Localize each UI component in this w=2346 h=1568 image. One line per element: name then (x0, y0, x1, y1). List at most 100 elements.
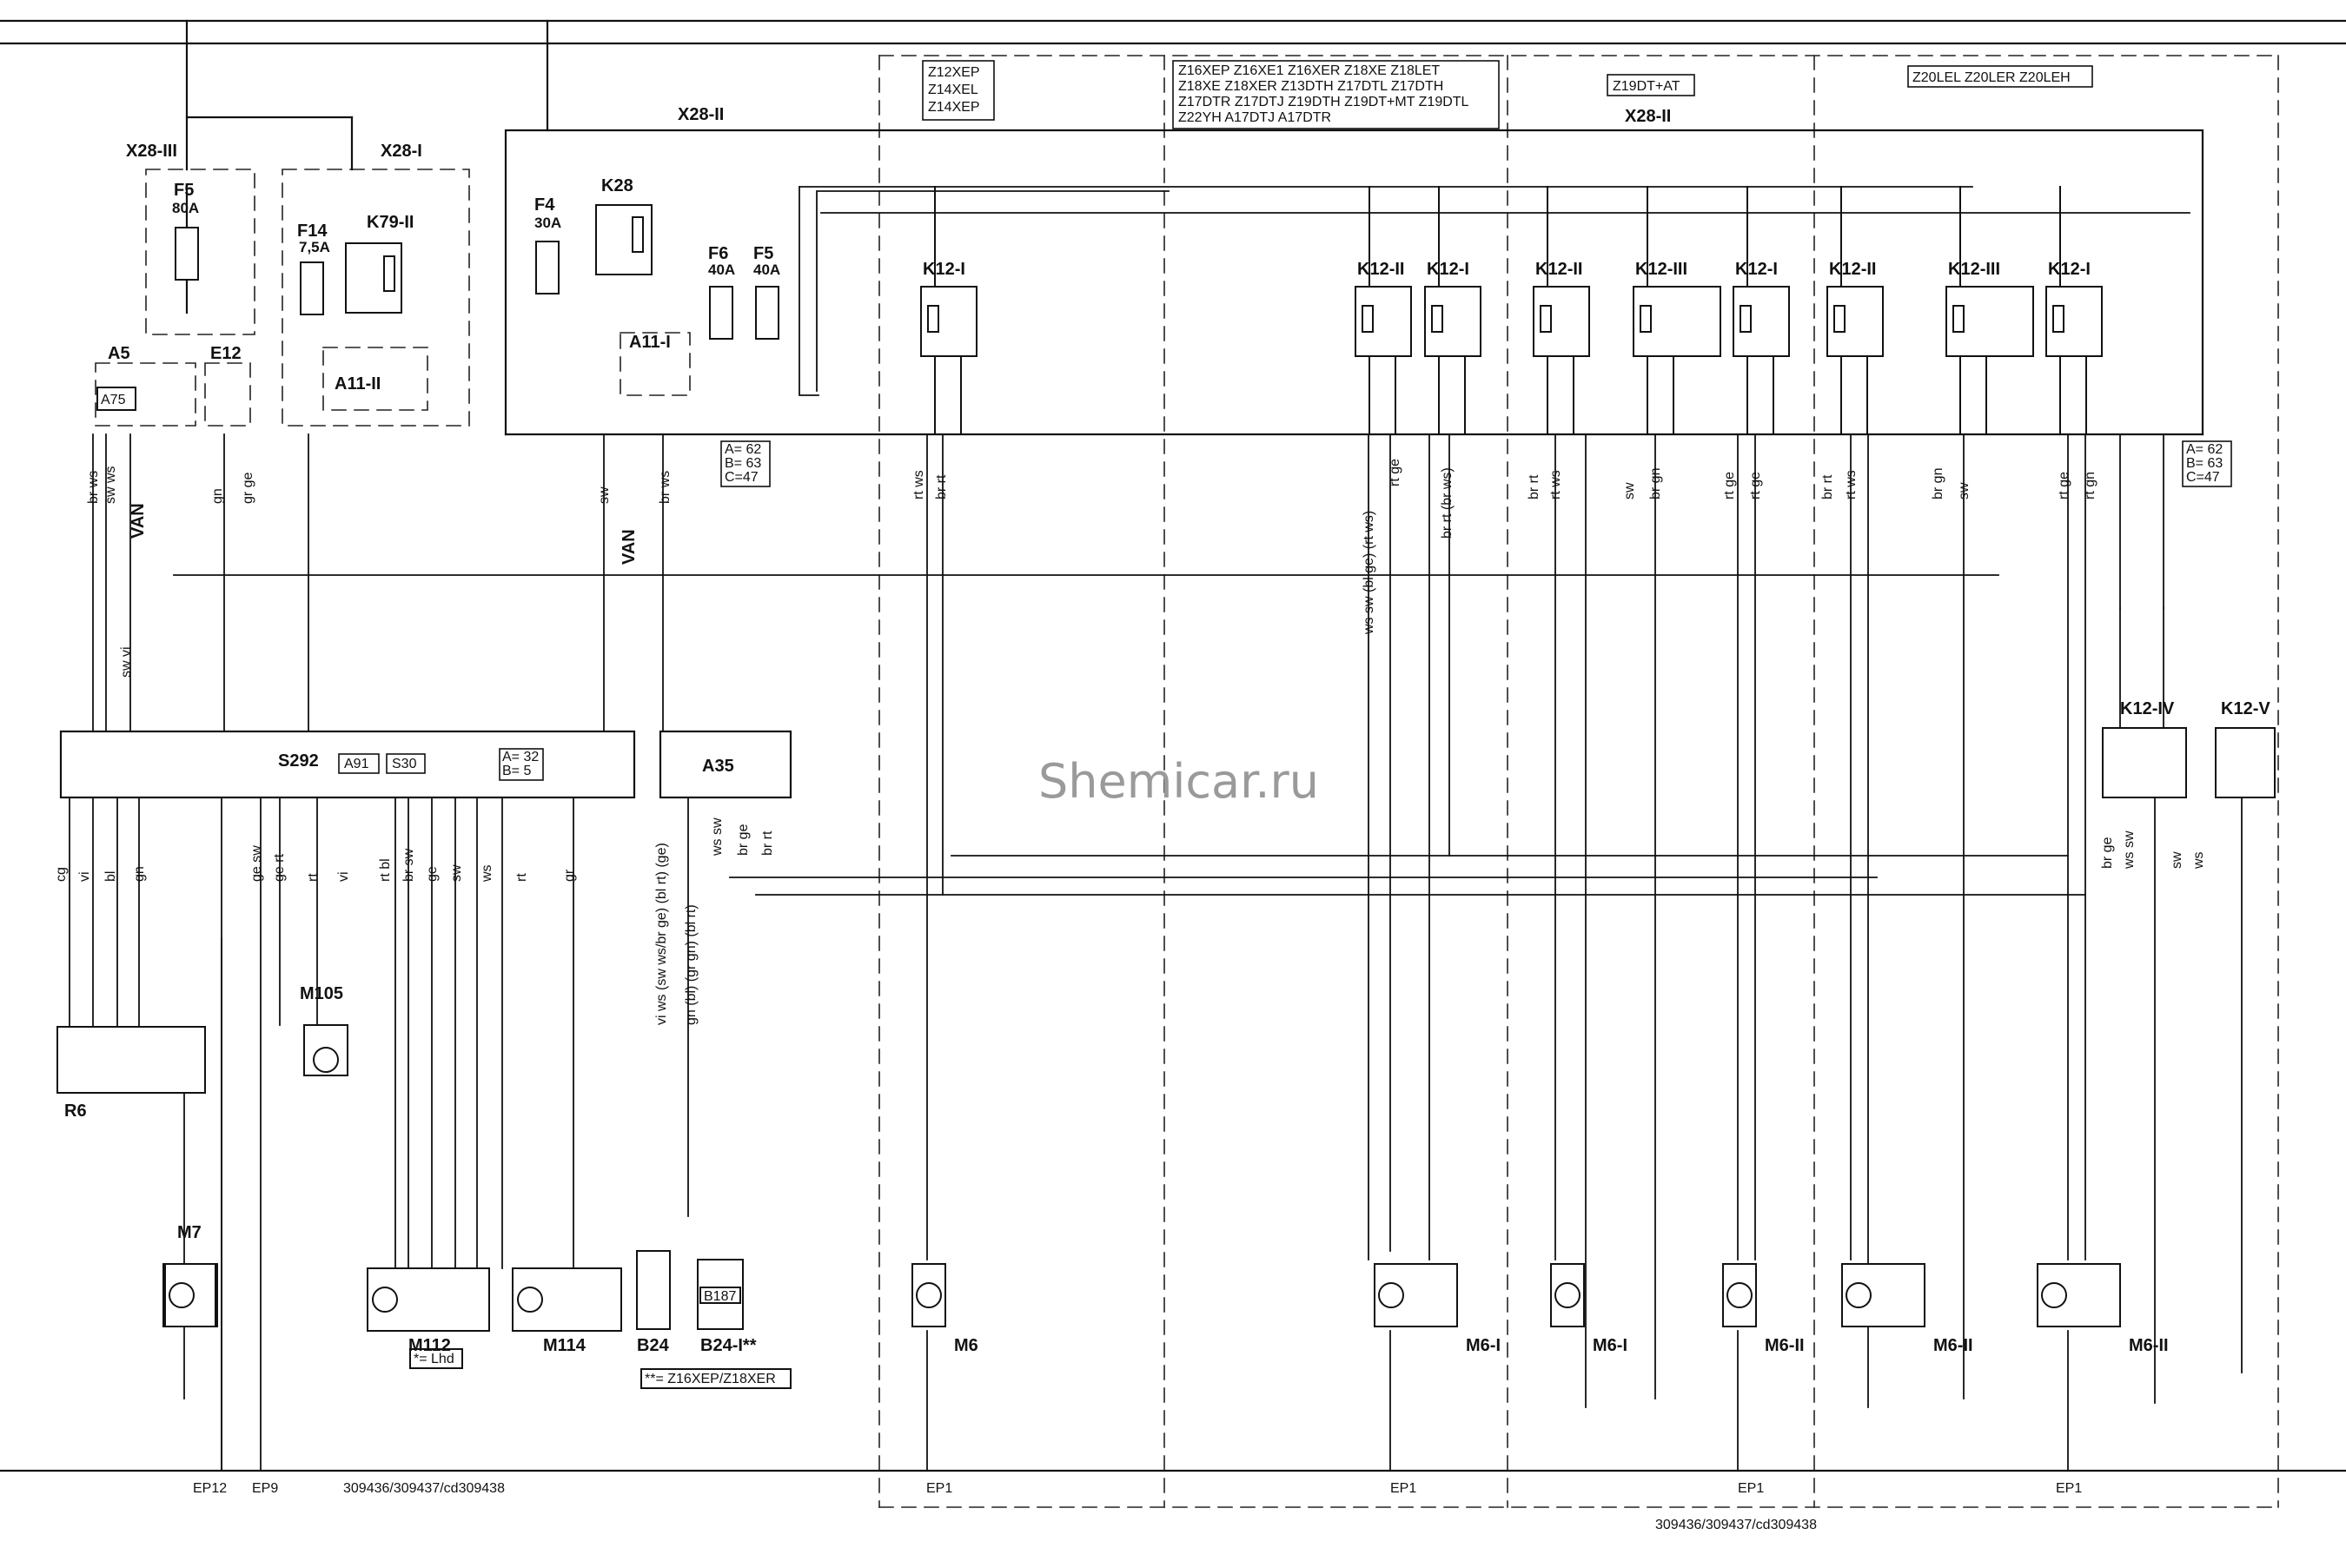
motor-label: M6-II (2129, 1336, 2169, 1355)
relay-label: K12-V (2221, 699, 2270, 718)
wire-color-label: rt ge (1748, 472, 1763, 500)
relay-coil (1952, 305, 1965, 333)
fuse-rating-f6: 40A (708, 261, 735, 278)
wire-color-label: gn (bl) (gr gn) (bl rt) (684, 904, 699, 1025)
wire-color-label: br ws (658, 471, 673, 504)
relay-box (2215, 727, 2276, 798)
fuse-label-f6: F6 (708, 244, 728, 263)
component-m112: M112 (408, 1336, 451, 1355)
relay-label: K12-I (2048, 260, 2091, 279)
fuse-rating-f4: 30A (534, 215, 561, 231)
component-m114: M114 (543, 1336, 586, 1355)
wire-color-label: br sw (401, 848, 416, 882)
relay-coil (2052, 305, 2064, 333)
legend-c: C=47 (725, 470, 759, 485)
fuse-label-f5: F5 (174, 181, 194, 200)
wire-color-label: rt (514, 873, 529, 882)
fuse-rating-f14: 7,5A (299, 239, 330, 255)
relay-label: K12-IV (2120, 699, 2175, 718)
motor-icon (1378, 1282, 1404, 1308)
ground-label: EP1 (2056, 1481, 2082, 1496)
motor-icon (372, 1287, 398, 1313)
fuse-box-x28-iii: X28-III (126, 142, 177, 161)
wire-color-label: bl (103, 871, 118, 882)
note-lhd: *= Lhd (414, 1352, 454, 1366)
legend-b: B= 63 (725, 456, 761, 471)
wire-color-label: rt gn (2083, 472, 2097, 500)
wire-color-label: cg (54, 867, 69, 882)
fuse-label-f4: F4 (534, 195, 555, 215)
component-b187: B187 (704, 1289, 736, 1304)
relay-box (1733, 286, 1790, 357)
wire-color-label: br gn (1648, 468, 1663, 500)
variant-3-line-1: Z19DT+AT (1613, 79, 1680, 94)
motor-icon (1846, 1282, 1872, 1308)
wire-color-label: gr ge (241, 472, 255, 504)
wire-color-label: rt ws (1844, 470, 1859, 500)
wire-color-label: sw (597, 486, 612, 504)
variant-1-line-1: Z12XEP (928, 65, 980, 80)
relay-coil (927, 305, 939, 333)
wire-color-label: vi (77, 871, 92, 882)
relay-box (920, 286, 978, 357)
fuse-box-x28-ii-right: X28-II (1625, 107, 1671, 126)
motor-label: M6-I (1466, 1336, 1501, 1355)
wire-color-label: br ge (736, 824, 751, 856)
legend-b-2: B= 63 (2186, 456, 2223, 471)
variant-2-line-2: Z18XE Z18XER Z13DTH Z17DTL Z17DTH (1178, 79, 1443, 94)
relay-coil (1640, 305, 1652, 333)
wire-color-label: br rt (934, 474, 949, 500)
wire-color-label: br rt (1527, 474, 1541, 500)
wire-color-label: ge rt (272, 853, 287, 882)
doc-ref-right: 309436/309437/cd309438 (1655, 1518, 1817, 1532)
wire-color-label: sw vi (119, 646, 134, 678)
relay-box (2102, 727, 2187, 798)
relay-box (1533, 286, 1590, 357)
wire-color-label: ge (425, 866, 440, 882)
wire-color-label: ws sw (2122, 830, 2137, 870)
relay-label: K12-II (1829, 260, 1876, 279)
ground-label: EP1 (1390, 1481, 1416, 1496)
wire-color-label: br ge (2100, 837, 2115, 869)
wire-color-label: rt ge (1388, 459, 1402, 486)
motor-icon (1554, 1282, 1581, 1308)
wire-color-label: rt ge (2057, 472, 2071, 500)
relay-coil (1431, 305, 1443, 333)
module-a11-ii: A11-II (335, 374, 381, 394)
ground-label: EP1 (1738, 1481, 1764, 1496)
relay-box (2045, 286, 2103, 357)
wire-color-label: sw (449, 864, 464, 882)
module-a91: A91 (344, 757, 369, 771)
fuse-rating-f5b: 40A (753, 261, 780, 278)
motor-label: M6-I (1593, 1336, 1627, 1355)
module-s292: S292 (278, 751, 319, 771)
fuse-rating-f5: 80A (172, 200, 199, 216)
watermark: Shemicar.ru (1038, 754, 1319, 809)
motor-label: M6 (954, 1336, 978, 1355)
note-star: **= Z16XEP/Z18XER (645, 1372, 776, 1386)
wire-color-label: rt ws (911, 470, 926, 500)
van-label-2: VAN (620, 529, 639, 565)
legend-a: A= 62 (725, 442, 761, 457)
wire-color-label: vi (336, 871, 351, 882)
legend-s292-a: A= 32 (502, 750, 539, 764)
legend-s292-b: B= 5 (502, 764, 531, 778)
wire-color-label: br ws (86, 471, 101, 504)
variant-2-line-3: Z17DTR Z17DTJ Z19DTH Z19DT+MT Z19DTL (1178, 95, 1469, 109)
module-e12: E12 (210, 344, 242, 363)
relay-label: K12-II (1535, 260, 1582, 279)
relay-box (1424, 286, 1481, 357)
relay-label: K12-III (1948, 260, 2000, 279)
module-a75: A75 (101, 393, 126, 407)
wire-color-label: sw (1622, 482, 1637, 500)
relay-coil (1362, 305, 1374, 333)
wire-color-label: ws sw (bl ge) (rt ws) (1362, 511, 1376, 635)
fuse-label-f14: F14 (297, 222, 328, 241)
wire-color-label: rt ws (1548, 470, 1563, 500)
ground-label: EP12 (193, 1481, 227, 1496)
wire-color-label: ws (480, 864, 494, 883)
component-b24: B24 (637, 1336, 670, 1355)
wire-color-label: br rt (br ws) (1440, 467, 1455, 539)
wire-color-label: br rt (760, 830, 775, 856)
wire-color-label: ws sw (710, 817, 725, 857)
